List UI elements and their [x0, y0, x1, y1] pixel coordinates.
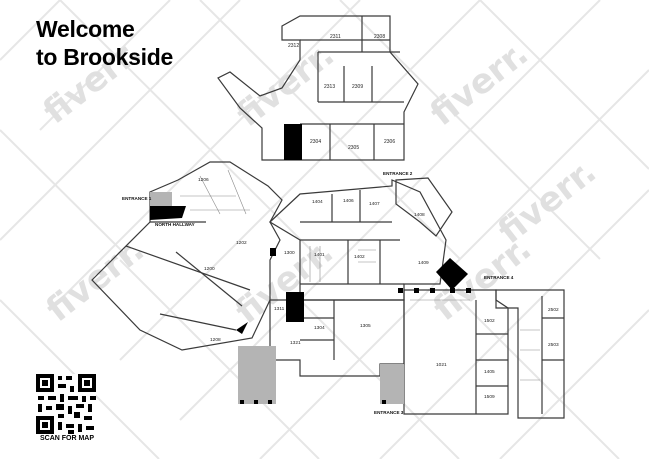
qr-code: [36, 374, 96, 434]
main-building-thin-walls: [180, 169, 540, 381]
svg-text:1502: 1502: [484, 318, 495, 324]
entrance-4-label: ENTRANCE 4: [484, 275, 514, 280]
page-title-line-1: Welcome: [36, 16, 135, 42]
svg-text:1206: 1206: [198, 177, 209, 183]
entrance-3-label: ENTRANCE 3: [374, 410, 404, 415]
svg-text:1300: 1300: [284, 250, 295, 256]
watermark-logo: fiverr.: [423, 34, 536, 134]
svg-text:1208: 1208: [210, 337, 221, 343]
north-wing: [217, 15, 419, 161]
main-building-labels: 1404 1406 1407 1408 1401 1402 1409 1300 …: [198, 177, 559, 400]
svg-text:1409: 1409: [418, 260, 429, 266]
svg-text:1321: 1321: [290, 340, 301, 346]
svg-text:1402: 1402: [354, 254, 365, 260]
svg-text:2311: 2311: [330, 34, 341, 40]
stair-block: [284, 124, 302, 160]
svg-text:1405: 1405: [484, 369, 495, 375]
svg-text:1311: 1311: [274, 306, 285, 312]
watermark-logo: fiverr.: [39, 230, 152, 330]
svg-text:2304: 2304: [310, 139, 321, 145]
svg-text:2312: 2312: [288, 43, 299, 49]
svg-text:2503: 2503: [548, 342, 559, 348]
svg-text:1408: 1408: [414, 212, 425, 218]
svg-text:1407: 1407: [369, 201, 380, 207]
svg-text:1202: 1202: [236, 240, 247, 246]
svg-text:1406: 1406: [343, 198, 354, 204]
svg-text:1305: 1305: [360, 323, 371, 329]
svg-text:1509: 1509: [484, 394, 495, 400]
qr-caption: SCAN FOR MAP: [39, 435, 95, 442]
svg-text:2308: 2308: [374, 34, 385, 40]
svg-text:1021: 1021: [436, 362, 447, 368]
north-hallway-label: NORTH HALLWAY: [155, 222, 195, 227]
svg-text:2309: 2309: [352, 84, 363, 90]
entrance-2-label: ENTRANCE 2: [383, 171, 413, 176]
entrance-1-label: ENTRANCE 1: [122, 196, 152, 201]
filled-areas: [150, 192, 471, 404]
svg-text:1200: 1200: [204, 266, 215, 272]
svg-text:2502: 2502: [548, 307, 559, 313]
north-wing-labels: 2312 2311 2308 2313 2309 2304 2305 2306: [288, 34, 395, 151]
svg-text:2313: 2313: [324, 84, 335, 90]
svg-text:1404: 1404: [312, 199, 323, 205]
svg-text:1304: 1304: [314, 325, 325, 331]
svg-text:2305: 2305: [348, 145, 359, 151]
entrance-labels: ENTRANCE 1 ENTRANCE 2 ENTRANCE 3 ENTRANC…: [122, 171, 514, 415]
svg-text:1401: 1401: [314, 252, 325, 258]
svg-text:2306: 2306: [384, 139, 395, 145]
page-title-line-2: to Brookside: [36, 44, 173, 70]
watermark-logos: fiverr. fiverr. fiverr. fiverr. fiverr. …: [36, 32, 604, 332]
